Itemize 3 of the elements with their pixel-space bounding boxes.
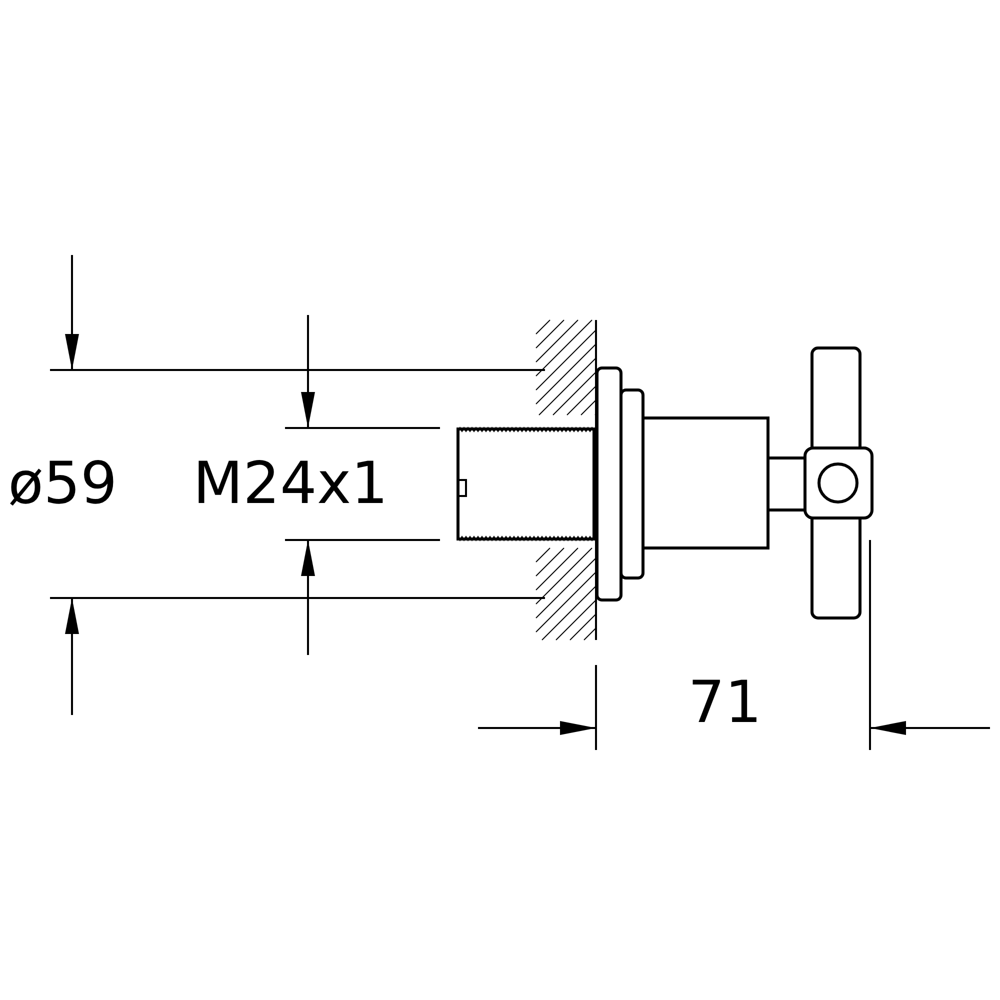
dimension-label: 71 bbox=[688, 673, 762, 731]
dimension-label: ø59 bbox=[8, 454, 118, 512]
dimension-label: M24x1 bbox=[193, 454, 388, 512]
